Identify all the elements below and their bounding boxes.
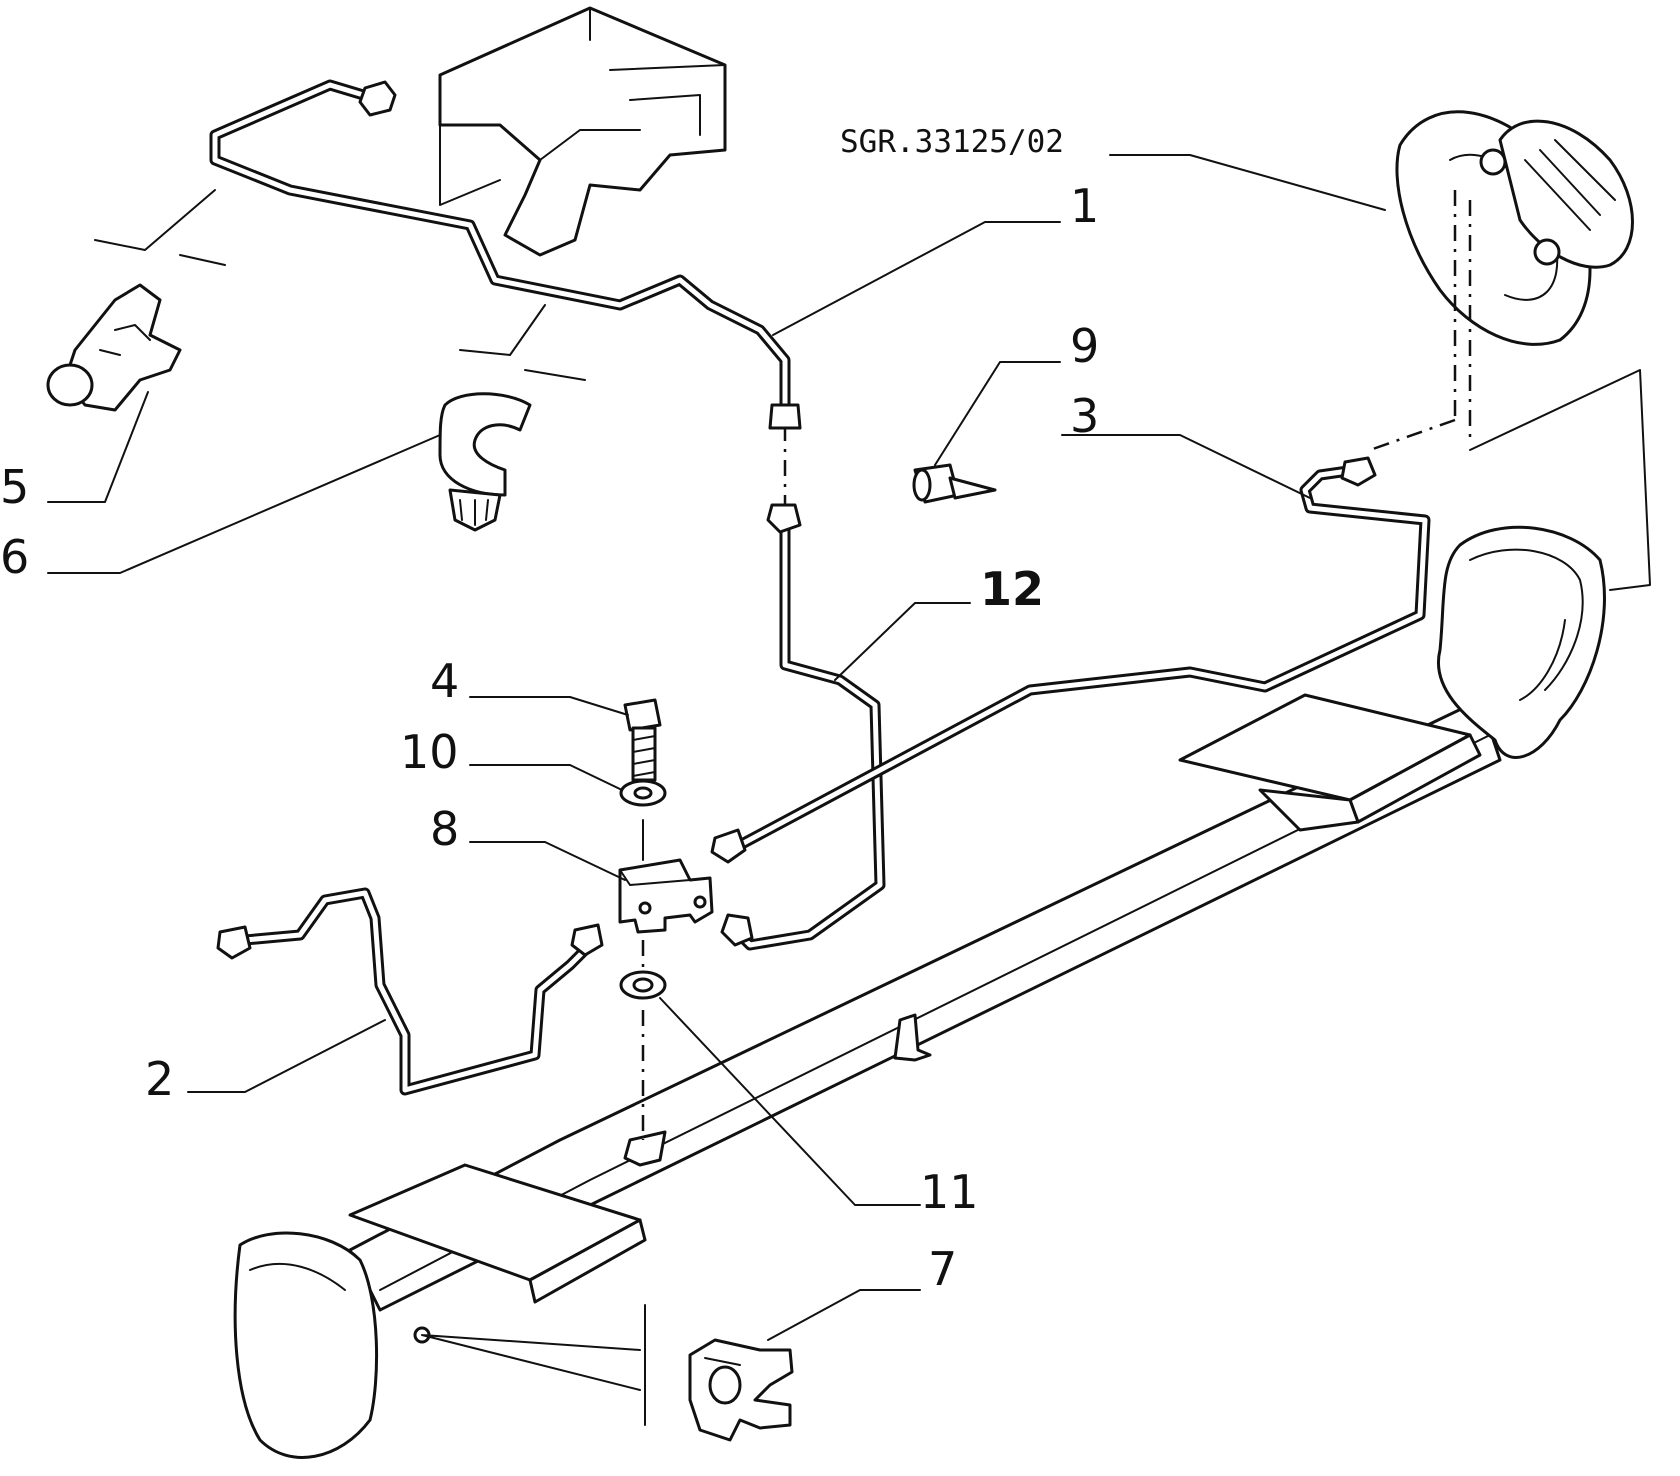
reference-code: SGR.33125/02 xyxy=(840,124,1064,160)
reference-bracket-right xyxy=(1469,369,1651,591)
washer-10 xyxy=(619,779,667,807)
callout-4: 4 xyxy=(430,654,459,708)
brake-disc-assembly xyxy=(1395,110,1634,346)
callout-1: 1 xyxy=(1070,179,1099,233)
leader-7 xyxy=(767,1289,921,1341)
callout-11: 11 xyxy=(920,1165,979,1219)
brake-pipe-12 xyxy=(720,503,886,951)
washer-11 xyxy=(619,970,667,1000)
brake-pipe-3 xyxy=(710,456,1431,864)
callout-9: 9 xyxy=(1070,319,1099,373)
leader-6 xyxy=(47,434,441,574)
pipe-clip-6 xyxy=(438,392,532,532)
leader-5 xyxy=(47,391,149,503)
callout-8: 8 xyxy=(430,802,459,856)
leader-8 xyxy=(469,841,626,881)
callout-12: 12 xyxy=(980,562,1044,616)
leader-4 xyxy=(469,696,629,716)
leader-2 xyxy=(187,1019,386,1093)
pipe-clip-5 xyxy=(46,283,182,412)
leader-12 xyxy=(834,602,971,681)
callout-2: 2 xyxy=(145,1052,174,1106)
pipe-clip-7 xyxy=(688,1338,794,1442)
leader-10 xyxy=(469,764,623,791)
hub-leader-lines xyxy=(421,1334,641,1391)
leader-1 xyxy=(772,221,1061,336)
bolt-4 xyxy=(623,698,662,782)
body-bracket xyxy=(438,6,727,257)
callout-10: 10 xyxy=(400,725,459,779)
leader-3 xyxy=(1061,434,1311,499)
callout-3: 3 xyxy=(1070,389,1099,443)
junction-block-8 xyxy=(618,858,714,934)
callout-6: 6 xyxy=(0,530,29,584)
leader-ref-code xyxy=(1109,154,1386,211)
cut-marks-left xyxy=(94,189,586,381)
leader-lines xyxy=(47,154,1386,1341)
centerline-disc xyxy=(1369,190,1472,452)
rear-axle-beam xyxy=(233,525,1606,1459)
callout-5: 5 xyxy=(0,460,29,514)
fastener-9 xyxy=(912,463,997,504)
brake-pipe-1 xyxy=(209,79,802,430)
leader-9 xyxy=(934,361,1061,466)
leader-11 xyxy=(659,997,921,1206)
brake-pipe-2 xyxy=(216,887,604,1096)
callout-7: 7 xyxy=(928,1242,957,1296)
